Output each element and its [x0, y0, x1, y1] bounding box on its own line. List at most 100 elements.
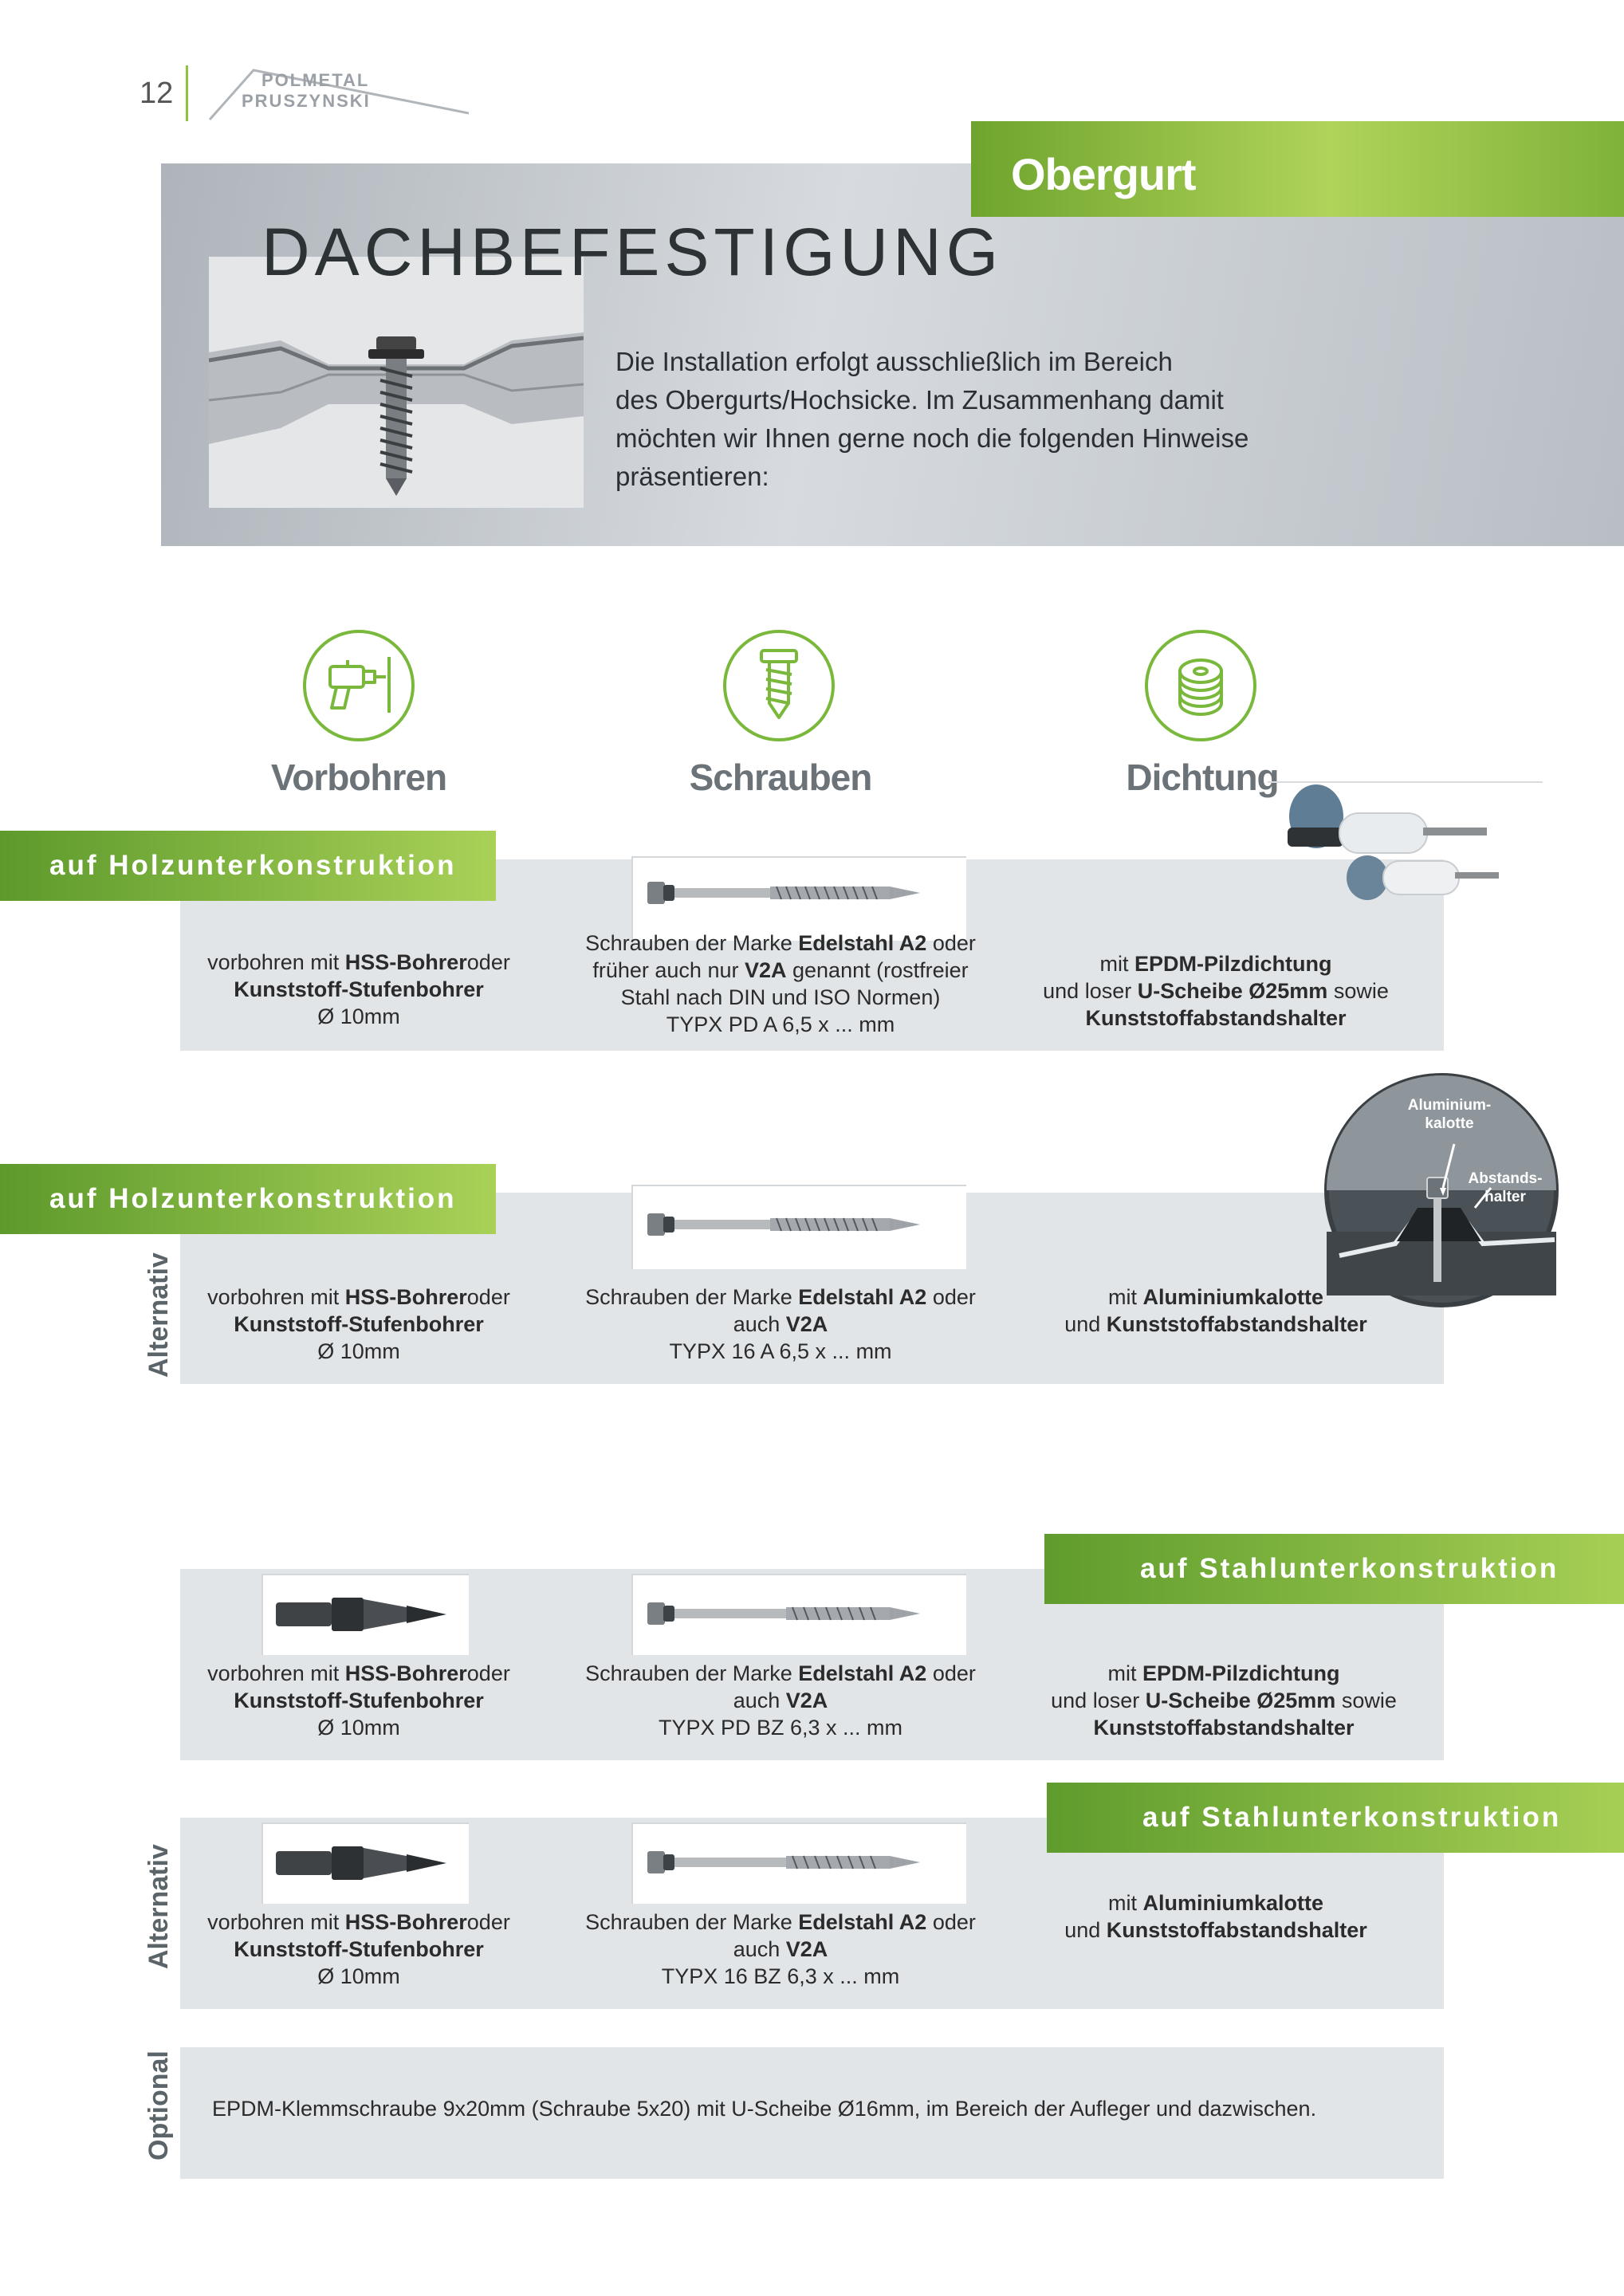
dichtung-text-4: mit Aluminiumkalotte und Kunststoffabsta…: [1013, 1889, 1419, 1944]
text-bold: HSS-Bohrer: [344, 1661, 467, 1685]
text-bold: Kunststoff-Stufenbohrer: [234, 977, 484, 1001]
text-bold: Kunststoffabstandshalter: [1106, 1312, 1367, 1336]
intro-line: möchten wir Ihnen gerne noch die folgend…: [615, 423, 1249, 453]
text-bold: V2A: [785, 1689, 828, 1712]
text-bold: Kunststoffabstandshalter: [1106, 1918, 1367, 1942]
text-bold: EPDM-Pilzdichtung: [1134, 952, 1332, 976]
text-bold: Aluminiumkalotte: [1142, 1891, 1324, 1915]
epdm-seal-photo: [1264, 778, 1511, 930]
dichtung-text-2: mit Aluminiumkalotte und Kunststoffabsta…: [1013, 1284, 1419, 1338]
schrauben-text-1: Schrauben der Marke Edelstahl A2 oder fr…: [576, 930, 985, 1038]
text: auch: [733, 1689, 786, 1712]
side-label-optional: Optional: [144, 2050, 174, 2160]
obergurt-label: Obergurt: [1011, 149, 1197, 199]
screw-photo: [631, 1574, 966, 1655]
vorbohren-text-4: vorbohren mit HSS-Bohreroder Kunststoff-…: [191, 1909, 526, 1990]
text: Schrauben der Marke: [585, 1661, 799, 1685]
text: Ø 10mm: [317, 1339, 400, 1363]
company-logo: POLMETAL PRUSZYNSKI: [206, 64, 469, 121]
text-bold: U-Scheibe Ø25mm: [1137, 979, 1328, 1003]
side-label-alternativ: Alternativ: [144, 1252, 174, 1378]
text: und loser: [1043, 979, 1138, 1003]
text-bold: Aluminiumkalotte: [1142, 1285, 1324, 1309]
section-tag-3: auf Stahlunterkonstruktion: [1044, 1534, 1624, 1604]
column-heading-vorbohren: Vorbohren: [270, 757, 447, 798]
section-tag-label: auf Holzunterkonstruktion: [49, 1183, 457, 1214]
schrauben-text-2: Schrauben der Marke Edelstahl A2 oder au…: [576, 1284, 985, 1365]
logo-line1: POLMETAL: [261, 70, 370, 90]
text: TYPX PD A 6,5 x ... mm: [666, 1012, 895, 1036]
text: vorbohren mit: [207, 1910, 345, 1934]
roof-screw-photo: [209, 257, 584, 508]
text: oder: [926, 1285, 976, 1309]
schrauben-text-3: Schrauben der Marke Edelstahl A2 oder au…: [576, 1660, 985, 1741]
text: oder: [926, 931, 976, 955]
obergurt-tag: Obergurt: [971, 121, 1624, 217]
text: auch: [733, 1312, 786, 1336]
text-bold: U-Scheibe Ø25mm: [1145, 1689, 1336, 1712]
text-bold: Kunststoffabstandshalter: [1085, 1006, 1347, 1030]
callout-label-kalotte: Aluminium- kalotte: [1394, 1096, 1505, 1133]
text: Ø 10mm: [317, 1716, 400, 1740]
vorbohren-text-1: vorbohren mit HSS-Bohreroder Kunststoff-…: [191, 949, 526, 1030]
text: mit: [1107, 1285, 1143, 1309]
text-bold: Kunststoff-Stufenbohrer: [234, 1312, 484, 1336]
aluminium-cap-diagram: Aluminium- kalotte Abstands- halter: [1323, 1072, 1559, 1308]
text-bold: EPDM-Pilzdichtung: [1142, 1661, 1340, 1685]
text: Ø 10mm: [317, 1964, 400, 1988]
text: oder: [926, 1661, 976, 1685]
intro-line: präsentieren:: [615, 462, 769, 491]
section-tag-label: auf Stahlunterkonstruktion: [1142, 1802, 1562, 1833]
text-bold: Edelstahl A2: [798, 1285, 927, 1309]
drill-icon: [303, 630, 415, 741]
screw-photo: [631, 1822, 966, 1904]
text: vorbohren mit: [207, 950, 345, 974]
text: früher auch nur: [592, 958, 745, 982]
text: und loser: [1051, 1689, 1146, 1712]
section-tag-2: auf Holzunterkonstruktion: [0, 1164, 496, 1234]
text-bold: V2A: [785, 1937, 828, 1961]
text: Schrauben der Marke: [585, 931, 799, 955]
text: vorbohren mit: [207, 1285, 345, 1309]
text: und: [1064, 1918, 1107, 1942]
vorbohren-text-2: vorbohren mit HSS-Bohreroder Kunststoff-…: [191, 1284, 526, 1365]
text: TYPX 16 BZ 6,3 x ... mm: [661, 1964, 900, 1988]
text: mit: [1107, 1661, 1142, 1685]
logo-line2: PRUSZYNSKI: [242, 91, 371, 111]
vorbohren-text-3: vorbohren mit HSS-Bohreroder Kunststoff-…: [191, 1660, 526, 1741]
text: oder: [466, 1910, 510, 1934]
text-bold: V2A: [785, 1312, 828, 1336]
text-bold: Kunststoff-Stufenbohrer: [234, 1689, 484, 1712]
text-bold: Edelstahl A2: [798, 1910, 927, 1934]
text-bold: HSS-Bohrer: [344, 1285, 467, 1309]
text: TYPX 16 A 6,5 x ... mm: [669, 1339, 892, 1363]
text: oder: [926, 1910, 976, 1934]
column-heading-schrauben: Schrauben: [689, 757, 873, 798]
text: und: [1064, 1312, 1107, 1336]
schrauben-text-4: Schrauben der Marke Edelstahl A2 oder au…: [576, 1909, 985, 1990]
text: mit: [1099, 952, 1134, 976]
text-bold: HSS-Bohrer: [344, 950, 467, 974]
side-label-alternativ: Alternativ: [144, 1844, 174, 1969]
dichtung-text-3: mit EPDM-Pilzdichtung und loser U-Scheib…: [1020, 1660, 1427, 1741]
section-band-optional: [180, 2047, 1444, 2179]
text: sowie: [1335, 1689, 1397, 1712]
text: oder: [466, 950, 510, 974]
text: genannt (rostfreier: [786, 958, 969, 982]
text: vorbohren mit: [207, 1661, 345, 1685]
washer-stack-icon: [1145, 630, 1256, 741]
heading-rule: [1268, 781, 1543, 783]
header-divider: [186, 65, 188, 121]
text: Aluminium-: [1407, 1097, 1492, 1114]
intro-paragraph: Die Installation erfolgt ausschließlich …: [615, 343, 1365, 496]
optional-text: EPDM-Klemmschraube 9x20mm (Schraube 5x20…: [212, 2097, 1317, 2121]
text: Schrauben der Marke: [585, 1910, 799, 1934]
section-tag-label: auf Stahlunterkonstruktion: [1140, 1553, 1559, 1584]
page-title: DACHBEFESTIGUNG: [261, 214, 1004, 289]
text-bold: Kunststoff-Stufenbohrer: [234, 1937, 484, 1961]
text-bold: Edelstahl A2: [798, 931, 927, 955]
text-bold: Edelstahl A2: [798, 1661, 927, 1685]
intro-line: Die Installation erfolgt ausschließlich …: [615, 347, 1173, 376]
logo-roof-icon: [208, 69, 469, 120]
text: halter: [1484, 1189, 1526, 1205]
